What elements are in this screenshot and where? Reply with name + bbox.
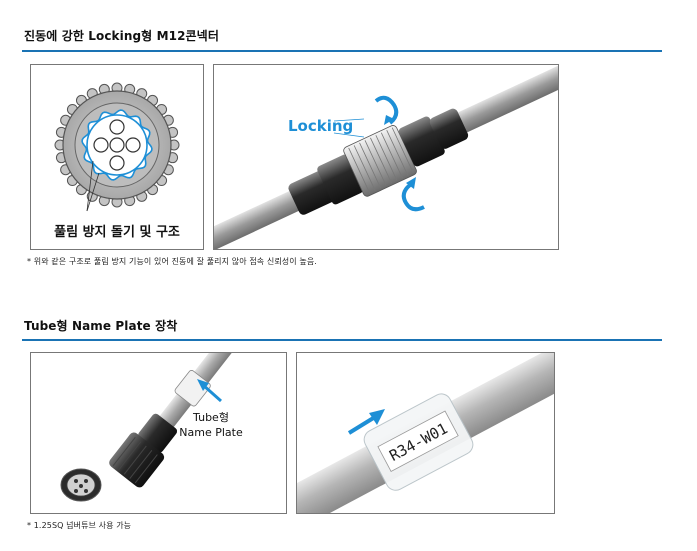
connector-crosssection-illustration: 풀림 방지 돌기 및 구조 <box>54 82 180 240</box>
tube-callout-line1: Tube형 <box>192 411 229 424</box>
tube-callout-line2: Name Plate <box>179 426 243 439</box>
section2-divider <box>22 339 662 341</box>
nameplate-closeup-panel: R34-W01 <box>296 352 555 514</box>
tube-nameplate-panel: Tube형 Name Plate <box>30 352 287 514</box>
nameplate-closeup-illustration: R34-W01 <box>297 353 554 513</box>
rotate-arrow-top-icon <box>374 95 399 125</box>
section1-divider <box>22 50 662 52</box>
locking-connector-panel: Locking <box>213 64 559 250</box>
section2-title: Tube형 Name Plate 장착 <box>24 319 178 333</box>
section2-footnote: * 1.25SQ 넘버튜브 사용 가능 <box>27 521 132 530</box>
locking-connector-illustration: Locking <box>214 65 558 249</box>
section1-title: 진동에 강한 Locking형 M12콘넥터 <box>24 29 219 43</box>
pointer-arrow-icon <box>347 409 385 435</box>
pointer-arrow-icon <box>197 379 222 403</box>
connector-with-tube-illustration: Tube형 Name Plate <box>60 353 243 502</box>
section1-footnote: * 위와 같은 구조로 풀림 방지 기능이 있어 진동에 잘 풀리지 않아 접속… <box>27 257 317 266</box>
crosssection-panel: 풀림 방지 돌기 및 구조 <box>30 64 204 250</box>
crosssection-label: 풀림 방지 돌기 및 구조 <box>54 224 180 240</box>
locking-label: Locking <box>288 117 353 135</box>
rotate-arrow-bottom-icon <box>401 177 425 212</box>
